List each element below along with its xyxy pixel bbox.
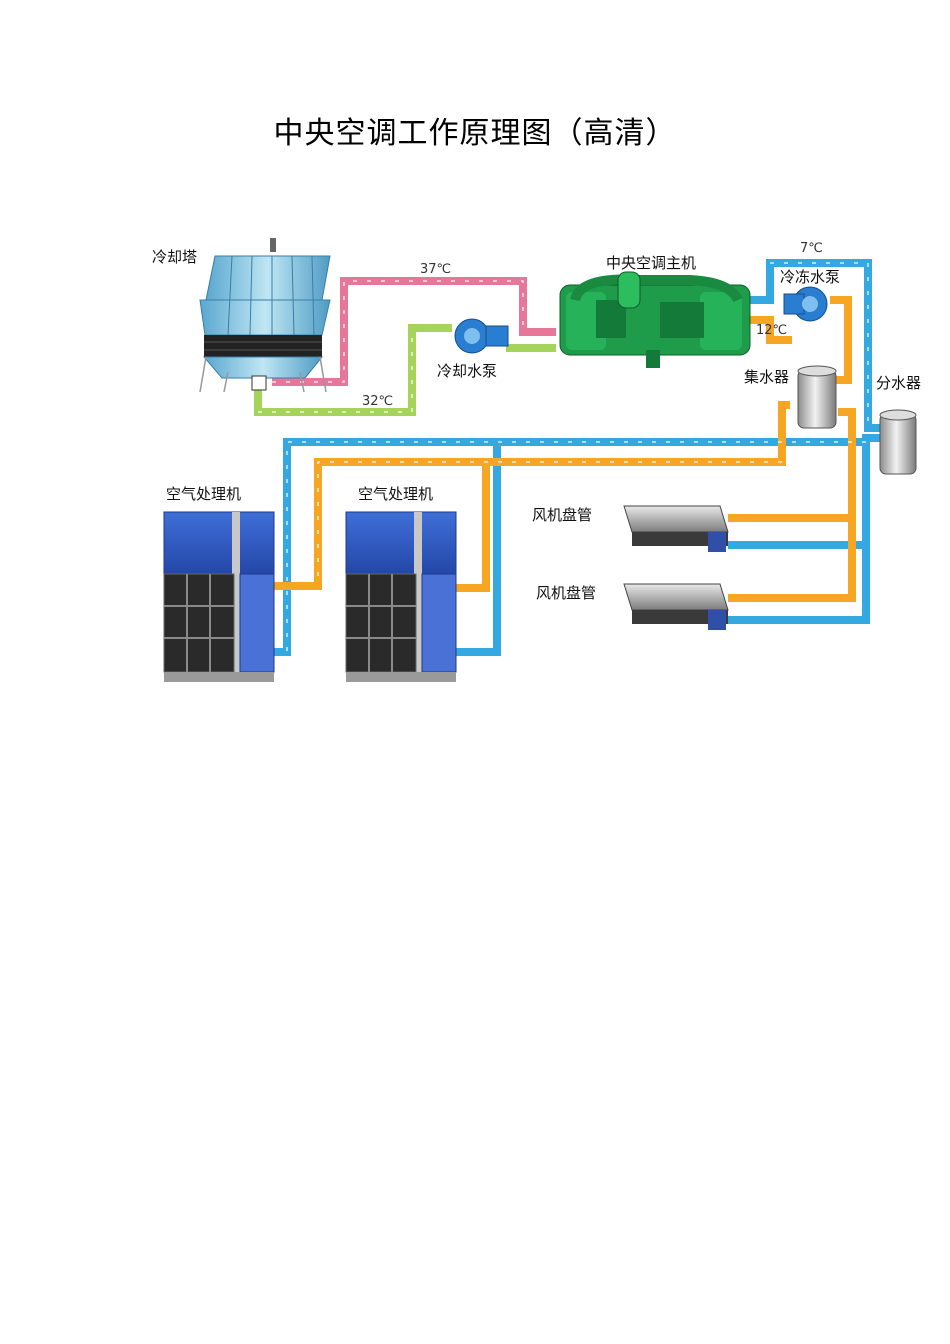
temp-cooling-return: 32℃ — [362, 394, 393, 409]
air-handler-1 — [163, 511, 275, 682]
cooling-pump-label: 冷却水泵 — [437, 362, 497, 380]
water-collector-label: 集水器 — [744, 368, 789, 386]
cooling-pump — [454, 318, 509, 354]
cooling-tower — [199, 238, 331, 393]
chilled-supply-pipe — [258, 259, 882, 656]
water-collector — [797, 365, 837, 429]
temp-chilled-supply: 7℃ — [800, 241, 823, 256]
air-handler-2 — [345, 511, 457, 682]
chilled-return-pipe — [260, 296, 856, 602]
page-title: 中央空调工作原理图（高清） — [273, 116, 677, 151]
chiller-label: 中央空调主机 — [606, 254, 696, 272]
chiller — [559, 271, 751, 368]
cooling-tower-label: 冷却塔 — [152, 248, 197, 266]
fan-coil-2-label: 风机盘管 — [536, 584, 596, 602]
temp-chilled-return: 12℃ — [756, 323, 787, 338]
water-distributor — [879, 409, 917, 475]
water-distributor-label: 分水器 — [876, 374, 921, 392]
fan-coil-2 — [623, 583, 729, 630]
air-handler-2-label: 空气处理机 — [358, 485, 433, 503]
flow-arrows — [258, 262, 869, 652]
fan-coil-1-label: 风机盘管 — [532, 506, 592, 524]
chilled-pump — [783, 286, 828, 322]
air-handler-1-label: 空气处理机 — [166, 485, 241, 503]
fan-coil-1 — [623, 505, 729, 552]
pipes — [254, 259, 882, 656]
temp-cooling-supply: 37℃ — [420, 262, 451, 277]
chilled-pump-label: 冷冻水泵 — [780, 268, 840, 286]
